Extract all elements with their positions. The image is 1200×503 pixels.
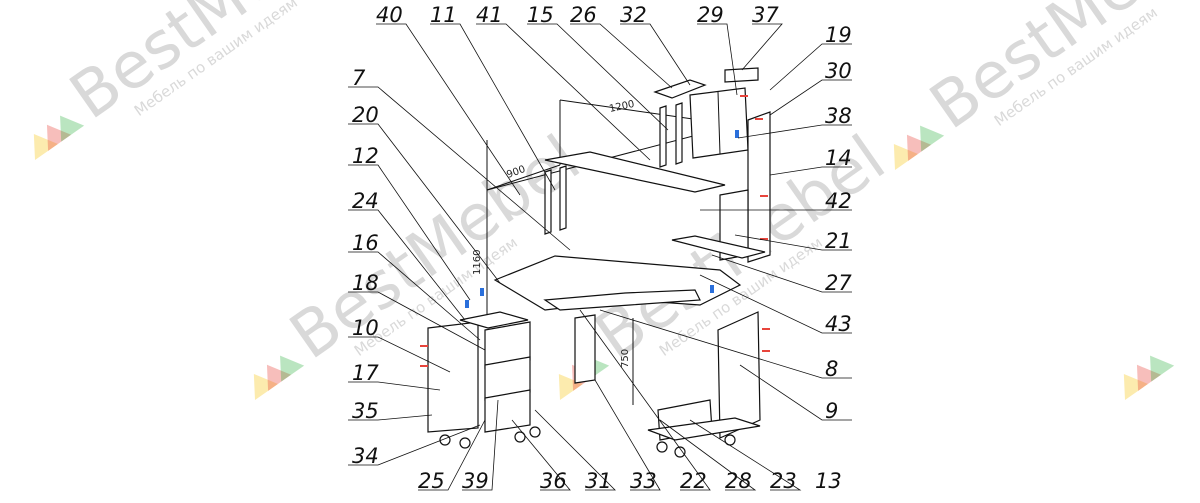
part-pedestal-top bbox=[459, 311, 529, 329]
part-numbers: 40 11 41 15 26 32 29 37 19 30 38 14 42 2… bbox=[352, 3, 852, 493]
part-rail-mid bbox=[559, 165, 567, 231]
part-right-leg bbox=[717, 311, 761, 439]
part-label-36: 36 bbox=[540, 469, 567, 493]
watermark-layer: BestMebel Мебель по вашим идеям BestMebe… bbox=[33, 0, 1200, 400]
part-shelf-mid bbox=[671, 235, 766, 259]
part-label-13: 13 bbox=[815, 469, 842, 493]
fittings bbox=[420, 95, 770, 367]
part-label-14: 14 bbox=[825, 146, 852, 170]
part-long-shelf bbox=[544, 151, 726, 193]
part-label-33: 33 bbox=[630, 469, 657, 493]
part-desk-support bbox=[574, 314, 596, 384]
part-label-22: 22 bbox=[680, 469, 707, 493]
leader-lines bbox=[348, 23, 852, 491]
part-label-21: 21 bbox=[825, 229, 852, 253]
dim-width: 1200 bbox=[608, 99, 635, 115]
part-label-15: 15 bbox=[527, 3, 554, 27]
part-label-40: 40 bbox=[376, 3, 403, 27]
part-drawer-3 bbox=[484, 389, 531, 433]
part-keyboard-shelf bbox=[543, 289, 701, 311]
part-label-8: 8 bbox=[825, 357, 838, 381]
part-wheel bbox=[656, 441, 668, 453]
watermark-logo: BestMebel Мебель по вашим идеям bbox=[893, 0, 1200, 170]
part-label-37: 37 bbox=[752, 3, 779, 27]
dim-height: 1160 bbox=[472, 250, 483, 275]
part-label-24: 24 bbox=[352, 189, 379, 213]
part-label-19: 19 bbox=[825, 23, 852, 47]
part-label-39: 39 bbox=[462, 469, 489, 493]
part-label-25: 25 bbox=[418, 469, 445, 493]
part-label-29: 29 bbox=[697, 3, 724, 27]
part-label-17: 17 bbox=[352, 361, 379, 385]
part-label-11: 11 bbox=[430, 3, 457, 27]
part-label-42: 42 bbox=[825, 189, 852, 213]
part-label-30: 30 bbox=[825, 59, 852, 83]
part-label-7: 7 bbox=[352, 66, 366, 90]
part-label-28: 28 bbox=[725, 469, 752, 493]
part-label-16: 16 bbox=[352, 231, 379, 255]
part-label-20: 20 bbox=[352, 103, 379, 127]
part-rail-post-2 bbox=[675, 102, 683, 165]
watermark-logo: BestMebel Мебель по вашим идеям bbox=[33, 0, 374, 160]
part-label-32: 32 bbox=[620, 3, 647, 27]
part-label-35: 35 bbox=[352, 399, 379, 423]
part-label-31: 31 bbox=[585, 469, 612, 493]
part-label-23: 23 bbox=[770, 469, 797, 493]
watermark-logo bbox=[1123, 355, 1175, 400]
part-top-shelf-small bbox=[653, 79, 707, 99]
part-label-18: 18 bbox=[352, 271, 379, 295]
part-wheel bbox=[529, 426, 541, 438]
dim-depth-2: 750 bbox=[620, 349, 631, 368]
part-label-12: 12 bbox=[352, 144, 379, 168]
part-label-41: 41 bbox=[476, 3, 503, 27]
part-wheel bbox=[674, 446, 686, 458]
part-label-43: 43 bbox=[825, 312, 852, 336]
part-rail-left bbox=[544, 169, 552, 235]
part-pedestal-side bbox=[427, 321, 479, 433]
part-top-cap bbox=[724, 67, 759, 83]
part-wheel bbox=[459, 437, 471, 449]
part-label-26: 26 bbox=[570, 3, 597, 27]
part-label-9: 9 bbox=[825, 399, 838, 423]
part-label-10: 10 bbox=[352, 316, 379, 340]
part-label-27: 27 bbox=[825, 271, 852, 295]
part-label-38: 38 bbox=[825, 104, 852, 128]
part-label-34: 34 bbox=[352, 444, 379, 468]
part-wheel bbox=[514, 431, 526, 443]
part-rail-post-1 bbox=[659, 105, 667, 168]
